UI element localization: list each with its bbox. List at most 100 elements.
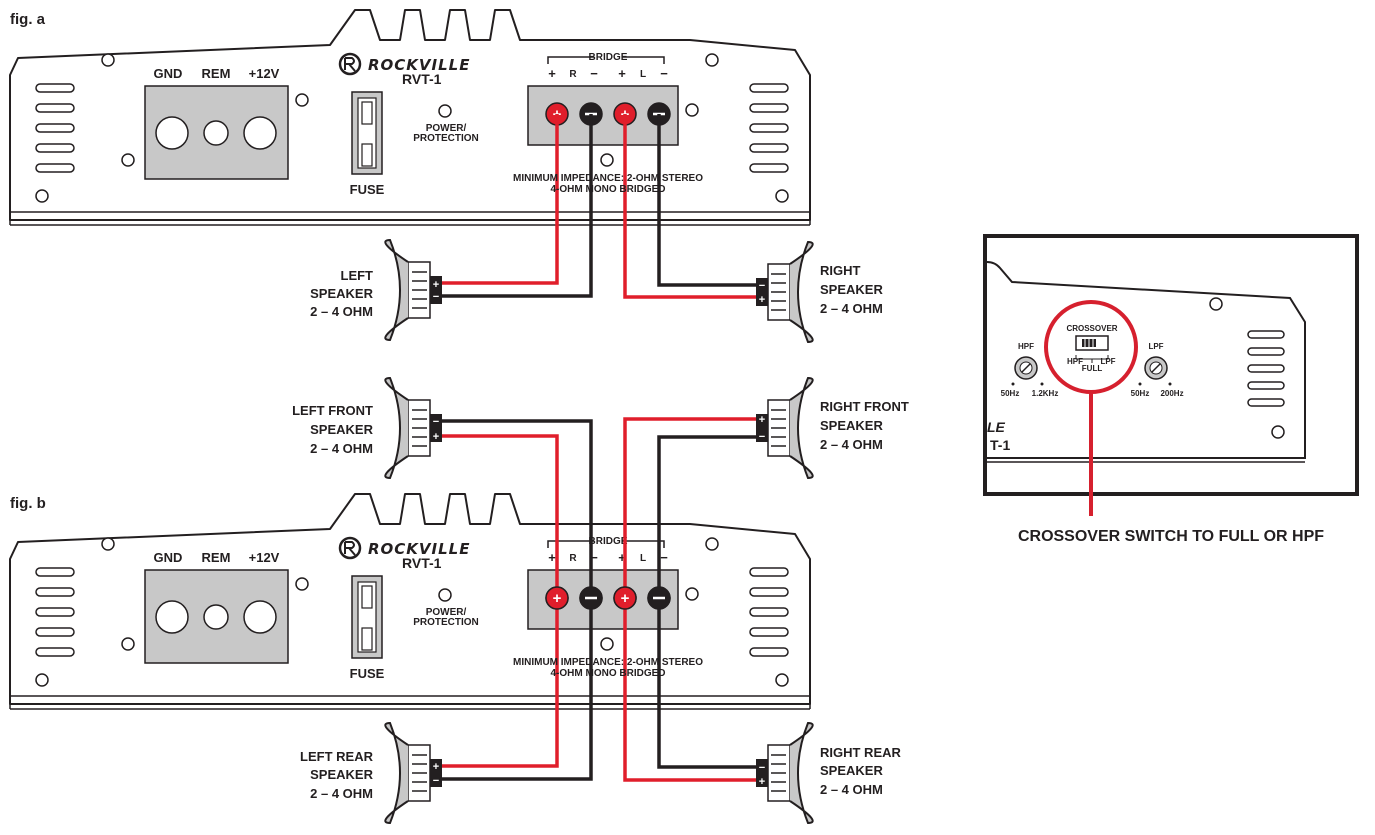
hpf-max-label: 1.2KHz [1032,389,1059,398]
r-plus-label: + [548,66,556,81]
svg-text:+: + [621,590,630,607]
right-front-label-1: RIGHT FRONT [820,399,909,414]
right-front-label-3: 2 – 4 OHM [820,437,883,452]
left-rear-label-1: LEFT REAR [300,749,374,764]
right-rear-label-2: SPEAKER [820,763,883,778]
l-label-b: L [640,553,646,564]
l-plus-label-b: + [618,550,626,565]
impedance-note-2: 4-OHM MONO BRIDGED [551,184,666,195]
right-speaker-label-2: SPEAKER [820,282,883,297]
svg-text:−: − [759,762,765,774]
brand-logo: ROCKVILLE [368,56,471,74]
l-minus-label-b: − [660,550,668,565]
svg-text:+: + [759,414,765,426]
svg-text:+: + [433,761,439,773]
lpf-max-label: 200Hz [1160,389,1183,398]
svg-text:−: − [759,431,765,443]
bridge-label: BRIDGE [589,52,628,63]
left-speaker-label-2: SPEAKER [310,286,373,301]
model-label: RVT-1 [402,71,442,87]
svg-text:−: − [433,291,439,303]
left-front-speaker [384,377,443,479]
left-speaker-label-3: 2 – 4 OHM [310,304,373,319]
svg-text:−: − [433,775,439,787]
crossover-inset: LE T-1 HPF 50Hz 1.2KHz LPF 50Hz 200Hz CR… [983,234,1359,516]
r-minus-label: − [590,66,598,81]
figure-b-label: fig. b [10,495,46,512]
right-front-positive-wire [623,417,756,598]
plus12v-label-b: +12V [249,550,280,565]
right-front-negative-wire [657,435,756,598]
right-positive-wire [623,114,756,299]
amplifier-b [8,492,812,711]
left-positive-wire [442,114,559,285]
hpf-knob-label: HPF [1018,342,1034,351]
svg-text:+: + [433,431,439,443]
left-front-positive-wire [442,434,559,598]
crossover-caption: CROSSOVER SWITCH TO FULL OR HPF [1018,528,1324,545]
l-label: L [640,69,646,80]
plus12v-label: +12V [249,66,280,81]
left-rear-speaker [384,722,443,824]
rem-label: REM [202,66,231,81]
right-speaker-label-3: 2 – 4 OHM [820,301,883,316]
svg-text:−: − [433,416,439,428]
left-front-label-1: LEFT FRONT [292,403,373,418]
bridge-label-b: BRIDGE [589,536,628,547]
protection-label: PROTECTION [413,133,479,144]
power-label: POWER/ [426,123,467,134]
gnd-label-b: GND [154,550,183,565]
left-rear-label-3: 2 – 4 OHM [310,786,373,801]
r-plus-label-b: + [548,550,556,565]
impedance-note-1: MINIMUM IMPEDANCE: 2-OHM STEREO [513,173,703,184]
figure-a: fig. a GND REM +12V FUSE POWER/ PROTECTI… [8,8,883,343]
amplifier-a [8,8,812,227]
right-rear-label-3: 2 – 4 OHM [820,782,883,797]
right-speaker [755,241,814,343]
left-front-negative-wire [442,419,593,598]
left-rear-label-2: SPEAKER [310,767,373,782]
switch-hpf-label: HPF [1067,357,1083,366]
r-label: R [569,69,577,80]
right-rear-negative-wire [657,598,756,769]
impedance-note-2-b: 4-OHM MONO BRIDGED [551,668,666,679]
left-speaker-label-1: LEFT [341,268,374,283]
lpf-min-label: 50Hz [1131,389,1150,398]
fuse-label-b: FUSE [350,666,385,681]
lpf-knob-label: LPF [1148,342,1163,351]
brand-logo-b: ROCKVILLE [368,540,471,558]
svg-text:−: − [759,280,765,292]
r-minus-label-b: − [590,550,598,565]
svg-text:+: + [433,279,439,291]
right-speaker-label-1: RIGHT [820,263,861,278]
svg-text:+: + [553,590,562,607]
l-minus-label: − [660,66,668,81]
right-front-label-2: SPEAKER [820,418,883,433]
right-front-speaker [755,377,814,479]
r-label-b: R [569,553,577,564]
model-label-b: RVT-1 [402,555,442,571]
protection-label-b: PROTECTION [413,617,479,628]
fuse-label: FUSE [350,182,385,197]
left-rear-negative-wire [442,598,593,781]
inset-model-fragment-top: LE [987,419,1006,435]
right-rear-positive-wire [623,598,756,782]
right-rear-label-1: RIGHT REAR [820,745,902,760]
power-label-b: POWER/ [426,607,467,618]
left-front-label-2: SPEAKER [310,422,373,437]
l-plus-label: + [618,66,626,81]
gnd-label: GND [154,66,183,81]
hpf-min-label: 50Hz [1001,389,1020,398]
switch-full-label: FULL [1082,364,1103,373]
rem-label-b: REM [202,550,231,565]
switch-lpf-label: LPF [1100,357,1115,366]
left-front-label-3: 2 – 4 OHM [310,441,373,456]
left-rear-positive-wire [442,598,559,768]
figure-b: fig. b GND REM +12V FUSE POWER/ PROTECTI… [8,377,909,824]
inset-model-fragment-bottom: T-1 [990,437,1010,453]
figure-a-label: fig. a [10,11,46,28]
crossover-label: CROSSOVER [1066,324,1117,333]
left-negative-wire [442,114,593,298]
right-negative-wire [657,114,756,287]
